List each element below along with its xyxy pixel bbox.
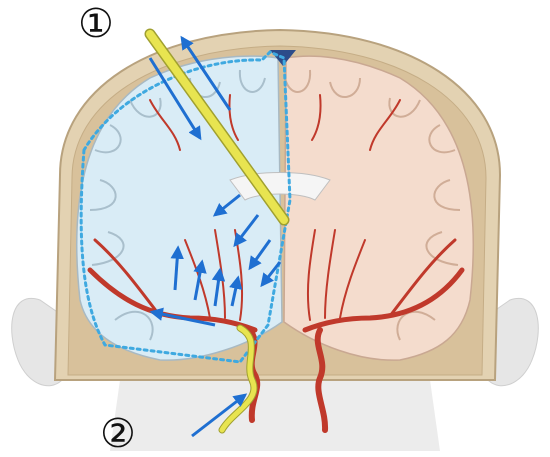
marker-1-label: ① <box>78 4 114 44</box>
marker-2-label: ② <box>100 414 136 454</box>
neck <box>110 380 440 451</box>
